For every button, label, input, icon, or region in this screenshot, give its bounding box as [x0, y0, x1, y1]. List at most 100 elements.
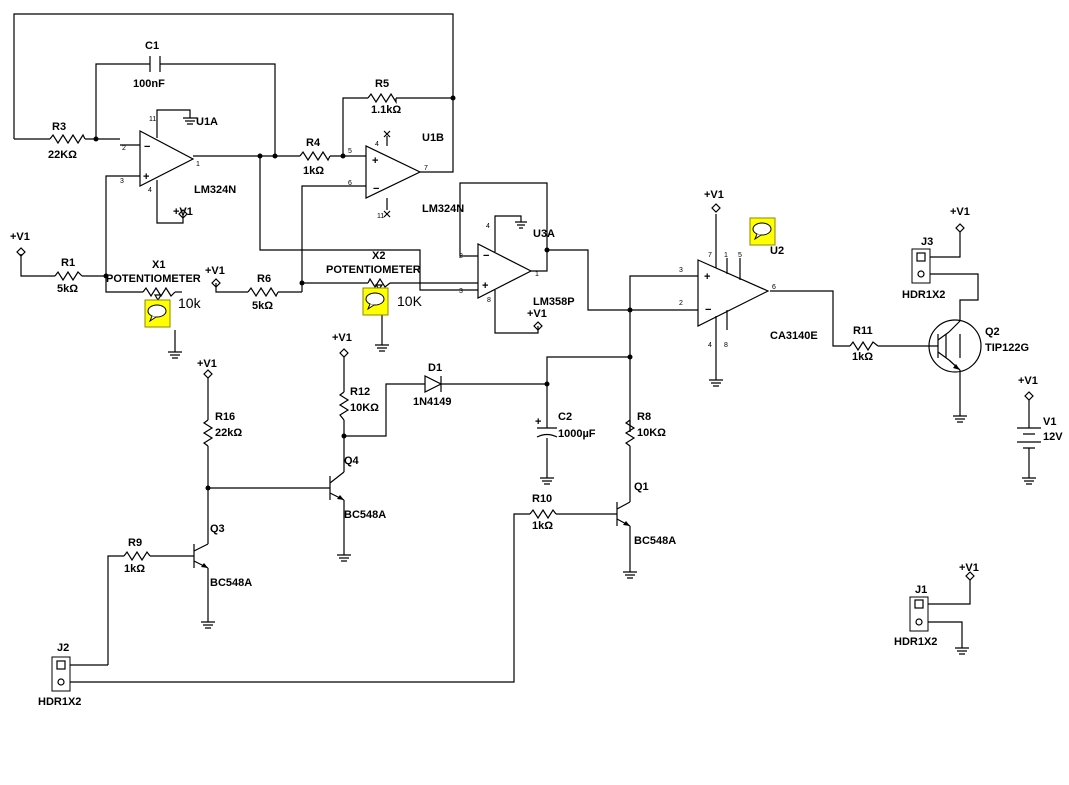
ground-symbols [168, 117, 1036, 655]
pin-label: 4 [375, 141, 379, 148]
capacitor-c1 [149, 56, 161, 72]
pin-label: 8 [487, 297, 491, 304]
label-u3a-type: LM358P [533, 296, 575, 308]
resistor-r16 [202, 419, 214, 447]
label-r3-value: 22KΩ [48, 149, 77, 161]
resistor-r8 [624, 419, 636, 447]
label-r16-value: 22kΩ [215, 427, 242, 439]
label-x1-ref: X1 [152, 259, 165, 271]
label-j2-type: HDR1X2 [38, 696, 81, 708]
pin-label: 6 [772, 284, 776, 291]
label-x1-note: 10k [178, 295, 202, 311]
label-q4-ref: Q4 [344, 455, 360, 467]
svg-text:+: + [482, 280, 488, 292]
label-x2-note: 10K [397, 293, 423, 309]
power-terminals [16, 203, 1034, 581]
label-r5-value: 1.1kΩ [371, 104, 401, 116]
pin-label: 3 [459, 288, 463, 295]
label-r16-ref: R16 [215, 411, 235, 423]
header-j2[interactable] [51, 656, 71, 692]
component-labels: C1 100nF R3 22KΩ U1A LM324N +V1 R5 1.1kΩ… [10, 40, 1063, 708]
label-u2-type: CA3140E [770, 330, 818, 342]
label-u1a-ref: U1A [196, 116, 218, 128]
label-j1-ref: J1 [915, 584, 927, 596]
svg-text:+: + [535, 416, 541, 428]
potentiometer-x1[interactable] [142, 286, 176, 302]
label-r3-ref: R3 [52, 121, 66, 133]
pin-label: 5 [738, 252, 742, 259]
resistor-r3 [49, 133, 86, 145]
pin-label: 11 [149, 116, 156, 123]
label-q1-ref: Q1 [634, 481, 649, 493]
label-c2-value: 1000µF [558, 428, 596, 440]
label-v1-ref: V1 [1043, 416, 1056, 428]
opamp-u3a[interactable]: − + 4 2 3 8 1 [459, 223, 539, 310]
label-u1b-ref: U1B [422, 132, 444, 144]
label-power: +V1 [950, 206, 970, 218]
label-r8-value: 10KΩ [637, 427, 666, 439]
comment-icon[interactable] [144, 299, 171, 328]
label-c2-ref: C2 [558, 411, 572, 423]
pin-label: 11 [377, 213, 384, 220]
resistor-r11 [849, 340, 879, 352]
opamp-u1b[interactable]: + − 5 4 6 7 11 [348, 130, 428, 220]
label-r5-ref: R5 [375, 78, 389, 90]
label-power: +V1 [205, 265, 225, 277]
header-j3[interactable] [911, 248, 931, 284]
comment-icon[interactable] [362, 287, 389, 316]
pin-label: 3 [120, 178, 124, 185]
label-c1-value: 100nF [133, 78, 165, 90]
label-q3-ref: Q3 [210, 523, 225, 535]
transistor-q3[interactable] [193, 543, 209, 569]
label-r10-value: 1kΩ [532, 520, 553, 532]
label-r9-value: 1kΩ [124, 563, 145, 575]
opamp-u1a[interactable]: − + 11 2 3 4 1 [120, 116, 200, 194]
transistor-q2[interactable] [928, 319, 982, 373]
resistor-r5 [367, 92, 397, 105]
header-j1[interactable] [909, 596, 929, 632]
label-x1-type: POTENTIOMETER [106, 273, 201, 285]
label-d1-type: 1N4149 [413, 396, 452, 408]
resistor-r4 [299, 150, 331, 162]
pin-label: 2 [679, 300, 683, 307]
opamp-u2[interactable]: + − 7 1 5 3 2 6 4 8 [679, 250, 776, 349]
comment-icon[interactable] [749, 217, 776, 246]
pin-label: 1 [196, 161, 200, 168]
label-u2-ref: U2 [770, 245, 784, 257]
label-r11-ref: R11 [853, 325, 873, 337]
potentiometer-x2[interactable] [367, 277, 391, 290]
label-u1b-type: LM324N [422, 203, 464, 215]
label-d1-ref: D1 [428, 362, 442, 374]
transistor-q4[interactable] [329, 471, 345, 501]
label-power: +V1 [527, 308, 547, 320]
label-x2-type: POTENTIOMETER [326, 264, 421, 276]
label-r12-ref: R12 [350, 386, 370, 398]
label-r6-value: 5kΩ [252, 300, 273, 312]
label-power: +V1 [704, 189, 724, 201]
label-q2-type: TIP122G [985, 342, 1029, 354]
resistor-r1 [54, 270, 83, 282]
svg-text:−: − [705, 304, 711, 316]
label-r11-value: 1kΩ [852, 351, 873, 363]
label-r6-ref: R6 [257, 273, 271, 285]
pin-label: 8 [724, 342, 728, 349]
pin-label: 1 [535, 271, 539, 278]
label-r10-ref: R10 [532, 493, 552, 505]
label-r1-ref: R1 [61, 257, 75, 269]
label-power: +V1 [173, 206, 193, 218]
svg-text:−: − [144, 141, 150, 153]
pin-label: 5 [348, 148, 352, 155]
resistor-r6 [247, 286, 279, 298]
label-r4-ref: R4 [306, 137, 321, 149]
transistor-q1[interactable] [616, 501, 631, 527]
label-q1-type: BC548A [634, 535, 676, 547]
label-power: +V1 [10, 231, 30, 243]
pin-label: 2 [122, 145, 126, 152]
label-j3-ref: J3 [921, 236, 933, 248]
junction-dots [93, 95, 633, 491]
resistor-r12 [338, 391, 350, 421]
label-power: +V1 [197, 358, 217, 370]
pin-label: 1 [724, 252, 728, 259]
